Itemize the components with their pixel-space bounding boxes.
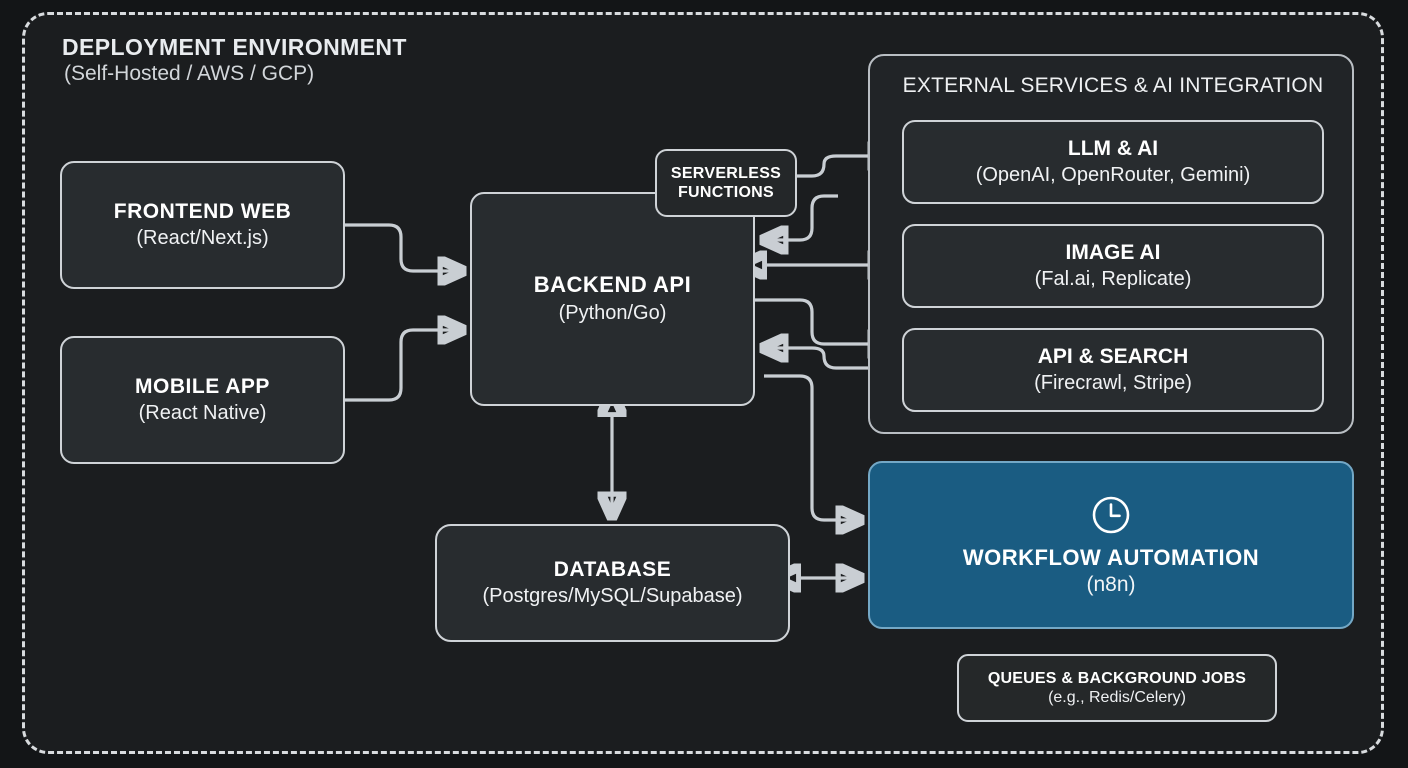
llm-ai-subtitle: (OpenAI, OpenRouter, Gemini) [975,163,1251,186]
queues-title: QUEUES & BACKGROUND JOBS [987,669,1247,687]
image-ai-title: IMAGE AI [1065,241,1161,265]
database-subtitle: (Postgres/MySQL/Supabase) [482,585,743,608]
serverless-line-2: FUNCTIONS [677,184,775,201]
backend-api-subtitle: (Python/Go) [558,301,667,324]
node-api-search[interactable]: API & SEARCH (Firecrawl, Stripe) [902,328,1324,412]
environment-subtitle-text: (Self-Hosted / AWS / GCP) [64,62,315,86]
frontend-web-title: FRONTEND WEB [113,199,292,223]
node-mobile-app[interactable]: MOBILE APP (React Native) [60,336,345,464]
node-database[interactable]: DATABASE (Postgres/MySQL/Supabase) [435,524,790,642]
api-search-subtitle: (Firecrawl, Stripe) [1034,371,1192,394]
node-backend-api[interactable]: BACKEND API (Python/Go) [470,192,755,406]
workflow-subtitle: (n8n) [1086,573,1136,596]
llm-ai-title: LLM & AI [1067,137,1159,161]
serverless-line-1: SERVERLESS [670,164,782,182]
api-search-title: API & SEARCH [1037,345,1189,369]
external-services-title: EXTERNAL SERVICES & AI INTEGRATION [902,74,1324,97]
mobile-app-subtitle: (React Native) [138,402,267,425]
node-image-ai[interactable]: IMAGE AI (Fal.ai, Replicate) [902,224,1324,308]
frontend-web-subtitle: (React/Next.js) [136,227,269,250]
node-workflow-automation[interactable]: WORKFLOW AUTOMATION (n8n) [868,461,1354,629]
backend-api-title: BACKEND API [533,272,692,298]
database-title: DATABASE [553,557,672,581]
node-queues-background-jobs[interactable]: QUEUES & BACKGROUND JOBS (e.g., Redis/Ce… [957,654,1277,722]
node-frontend-web[interactable]: FRONTEND WEB (React/Next.js) [60,161,345,289]
node-serverless-functions[interactable]: SERVERLESS FUNCTIONS [655,149,797,217]
workflow-title: WORKFLOW AUTOMATION [962,545,1260,570]
panel-external-services: EXTERNAL SERVICES & AI INTEGRATION LLM &… [868,54,1354,434]
mobile-app-title: MOBILE APP [135,374,270,398]
queues-subtitle: (e.g., Redis/Celery) [1048,688,1186,706]
environment-title-text: DEPLOYMENT ENVIRONMENT [62,34,407,60]
deployment-environment-title: DEPLOYMENT ENVIRONMENT (Self-Hosted / AW… [62,34,622,87]
node-llm-ai[interactable]: LLM & AI (OpenAI, OpenRouter, Gemini) [902,120,1324,204]
clock-icon [1089,493,1133,537]
image-ai-subtitle: (Fal.ai, Replicate) [1034,267,1192,290]
